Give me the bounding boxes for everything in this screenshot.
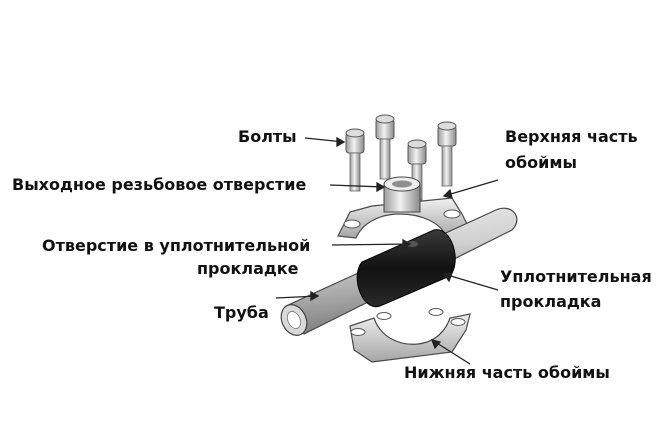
leader-gasket [444,273,498,290]
lower-clamp [350,309,470,363]
label-upper-clamp-line2: обоймы [505,152,577,173]
leader-pipe [276,292,318,300]
bolt-2 [376,115,394,179]
label-lower-clamp: Нижняя часть обоймы [404,362,610,383]
label-gasket-hole-line2: прокладке [197,258,299,279]
label-bolts: Болты [238,126,297,147]
leader-bolts [305,138,344,146]
label-gasket-line1: Уплотнительная [500,266,652,287]
label-gasket-line2: прокладка [500,291,601,312]
label-pipe: Труба [214,302,269,323]
label-upper-clamp-line1: Верхняя часть [505,126,638,147]
bolt-4 [438,122,456,186]
label-outlet-hole: Выходное резьбовое отверстие [12,174,306,195]
label-gasket-hole-line1: Отверстие в уплотнительной [42,235,310,256]
bolt-1 [346,129,364,191]
